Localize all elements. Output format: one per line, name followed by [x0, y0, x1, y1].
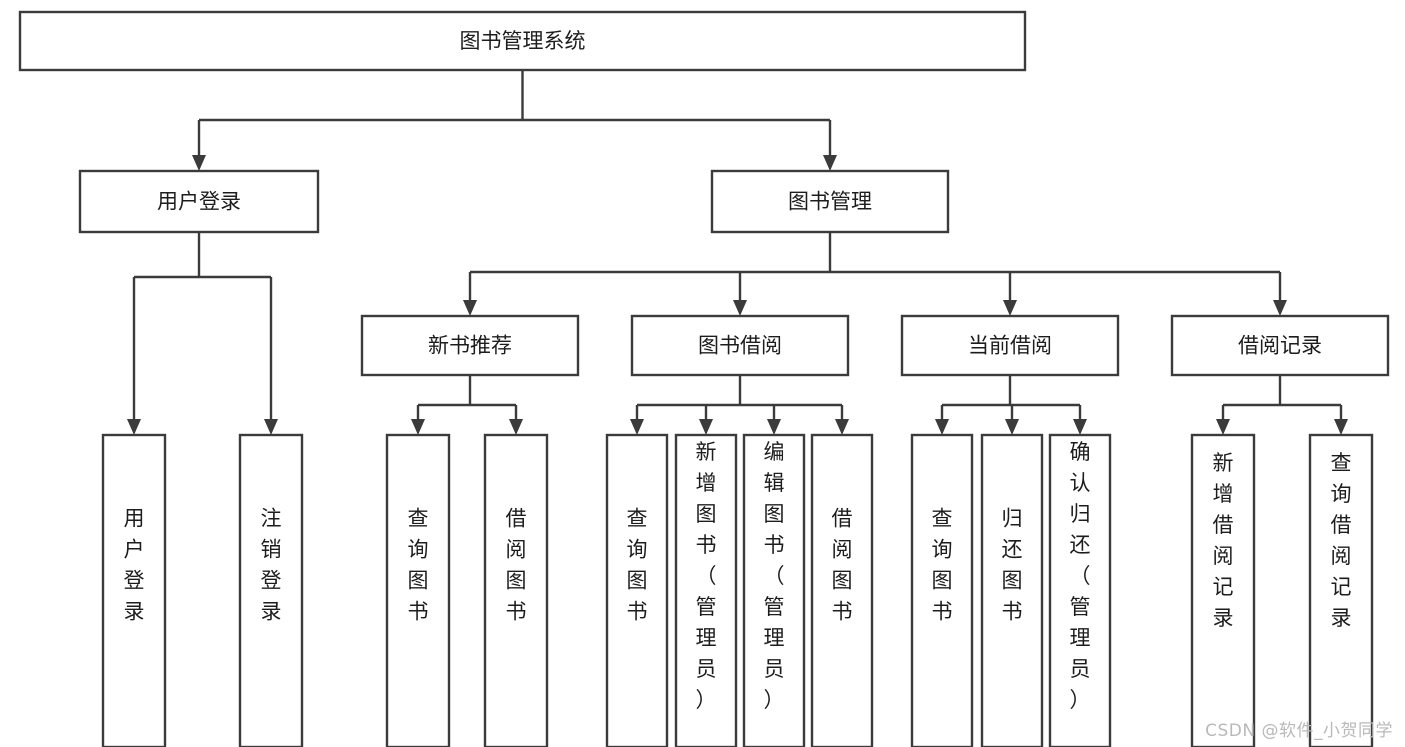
node-level2-current-borrow[interactable]: 当前借阅 [900, 314, 1120, 377]
node-leaf-br-add-record[interactable]: 新增借阅记录 [1190, 433, 1256, 747]
connector-group-current-borrow [935, 375, 1087, 435]
node-box[interactable] [78, 169, 320, 234]
arrow-head-icon [509, 419, 523, 435]
node-label: 查询图书 [932, 507, 953, 624]
node-leaf-bb-query-book[interactable]: 查询图书 [605, 433, 669, 747]
arrow-head-icon [411, 419, 425, 435]
node-leaf-nbr-borrow-book[interactable]: 借阅图书 [483, 433, 549, 747]
node-label: 用户登录 [124, 507, 145, 624]
node-box[interactable] [385, 433, 451, 747]
node-root-root[interactable]: 图书管理系统 [18, 10, 1027, 72]
connector-group-book-management [463, 232, 1287, 316]
node-label: 新增图书（管理员） [696, 440, 717, 712]
node-leaf-br-query-record[interactable]: 查询借阅记录 [1308, 433, 1374, 747]
connector-group-new-book-recommend [411, 375, 523, 435]
arrow-head-icon [1073, 419, 1087, 435]
arrow-head-icon [1003, 300, 1017, 316]
node-box[interactable] [1308, 433, 1374, 747]
node-leaf-bb-borrow-book[interactable]: 借阅图书 [810, 433, 874, 747]
arrow-head-icon [1334, 419, 1348, 435]
node-label: 归还图书 [1002, 507, 1023, 624]
node-leaf-nbr-query-book[interactable]: 查询图书 [385, 433, 451, 747]
node-label: 借阅记录 [1238, 334, 1322, 358]
connector-group-book-borrow [630, 375, 849, 435]
node-label: 查询借阅记录 [1331, 451, 1352, 630]
node-label: 注销登录 [261, 507, 282, 624]
node-leaf-cb-return-book[interactable]: 归还图书 [980, 433, 1044, 747]
node-label: 查询图书 [408, 507, 429, 624]
node-level2-book-borrow[interactable]: 图书借阅 [630, 314, 850, 377]
node-label: 图书管理系统 [460, 29, 586, 53]
node-level2-new-book-recommend[interactable]: 新书推荐 [360, 314, 580, 377]
node-label: 编辑图书（管理员） [764, 440, 785, 712]
arrow-head-icon [1216, 419, 1230, 435]
connector-group-user-login [127, 232, 278, 435]
node-box[interactable] [483, 433, 549, 747]
node-level1-book-management[interactable]: 图书管理 [710, 169, 950, 234]
node-label: 查询图书 [627, 507, 648, 624]
node-leaf-logout-leaf[interactable]: 注销登录 [238, 433, 304, 747]
node-label: 用户登录 [157, 190, 241, 214]
node-label: 图书管理 [788, 190, 872, 214]
node-label: 借阅图书 [832, 507, 853, 624]
node-box[interactable] [605, 433, 669, 747]
node-label: 借阅图书 [506, 507, 527, 624]
connector-group-borrow-record [1216, 375, 1348, 435]
arrow-head-icon [733, 300, 747, 316]
node-label: 新书推荐 [428, 334, 512, 358]
node-label: 图书借阅 [698, 334, 782, 358]
arrow-head-icon [767, 419, 781, 435]
arrow-head-icon [935, 419, 949, 435]
node-box[interactable] [238, 433, 304, 747]
node-box[interactable] [1190, 433, 1256, 747]
node-box[interactable] [900, 314, 1120, 377]
arrow-head-icon [823, 155, 837, 171]
arrow-head-icon [127, 419, 141, 435]
node-level1-user-login[interactable]: 用户登录 [78, 169, 320, 234]
arrow-head-icon [1273, 300, 1287, 316]
node-label: 当前借阅 [968, 334, 1052, 358]
node-box[interactable] [1170, 314, 1390, 377]
node-label: 新增借阅记录 [1213, 451, 1234, 630]
node-box[interactable] [710, 169, 950, 234]
node-box[interactable] [980, 433, 1044, 747]
arrow-head-icon [630, 419, 644, 435]
node-box[interactable] [18, 10, 1027, 72]
arrow-head-icon [192, 155, 206, 171]
node-box[interactable] [910, 433, 974, 747]
connector-group-root [192, 70, 837, 171]
node-box[interactable] [674, 433, 738, 747]
node-box[interactable] [360, 314, 580, 377]
node-leaf-cb-confirm-return[interactable]: 确认归还（管理员） [1048, 433, 1112, 747]
node-leaf-bb-edit-book[interactable]: 编辑图书（管理员） [742, 433, 806, 747]
arrow-head-icon [463, 300, 477, 316]
node-box[interactable] [742, 433, 806, 747]
arrow-head-icon [699, 419, 713, 435]
node-box[interactable] [810, 433, 874, 747]
node-box[interactable] [1048, 433, 1112, 747]
node-leaf-bb-add-book[interactable]: 新增图书（管理员） [674, 433, 738, 747]
arrow-head-icon [835, 419, 849, 435]
node-box[interactable] [630, 314, 850, 377]
arrow-head-icon [264, 419, 278, 435]
arrow-head-icon [1005, 419, 1019, 435]
node-leaf-user-login-leaf[interactable]: 用户登录 [101, 433, 167, 747]
node-box[interactable] [101, 433, 167, 747]
node-leaf-cb-query-book[interactable]: 查询图书 [910, 433, 974, 747]
node-label: 确认归还（管理员） [1070, 440, 1091, 712]
node-level2-borrow-record[interactable]: 借阅记录 [1170, 314, 1390, 377]
